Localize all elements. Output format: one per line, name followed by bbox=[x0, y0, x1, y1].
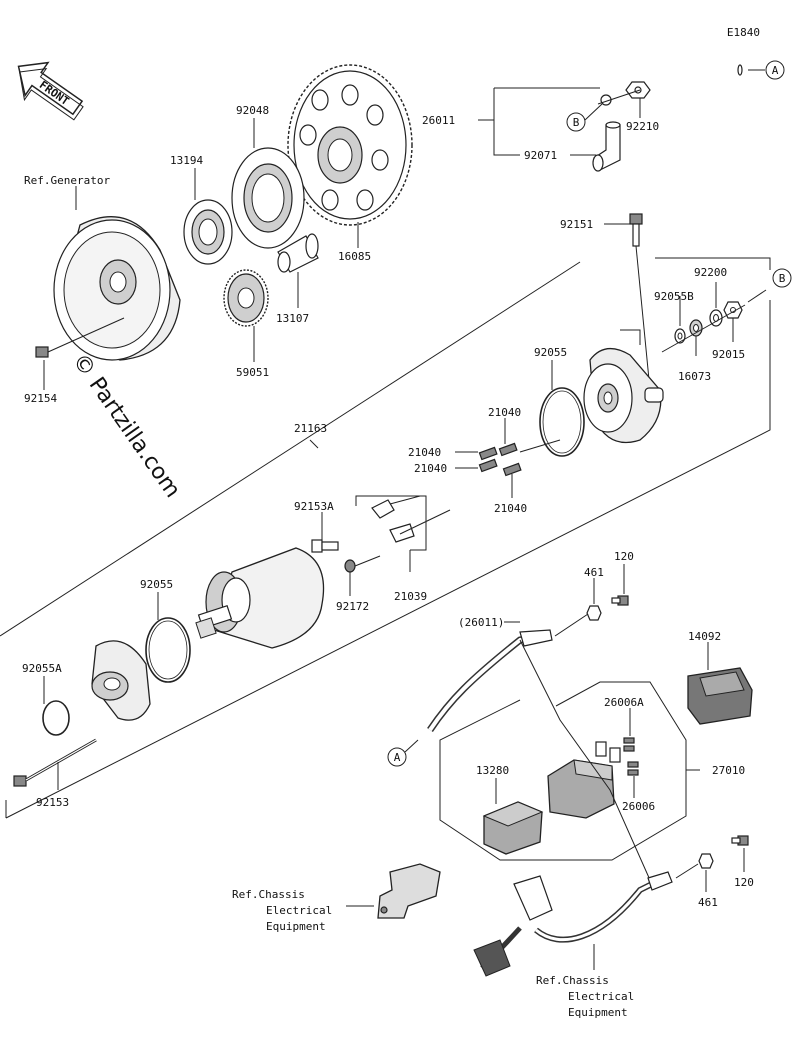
label-92154: 92154 bbox=[24, 392, 57, 405]
screw-92153a[interactable] bbox=[311, 539, 339, 553]
diagram-code: E1840 bbox=[727, 26, 760, 39]
label-26011-paren: (26011) bbox=[458, 616, 504, 629]
brush-21040-1[interactable] bbox=[478, 446, 498, 461]
brush-21040-2[interactable] bbox=[478, 458, 498, 473]
svg-text:A: A bbox=[394, 751, 401, 764]
fuse-26006a[interactable] bbox=[623, 737, 635, 752]
label-16073: 16073 bbox=[678, 370, 711, 383]
label-21040-c: 21040 bbox=[414, 462, 447, 475]
oring-92055-upper[interactable] bbox=[539, 387, 585, 457]
callout-b-top: B bbox=[566, 112, 586, 132]
label-92172: 92172 bbox=[336, 600, 369, 613]
label-16085: 16085 bbox=[338, 250, 371, 263]
bolt-92153[interactable] bbox=[13, 738, 97, 787]
callout-a-lower: A bbox=[387, 747, 407, 767]
ref-chassis-2-line1: Ref.Chassis bbox=[536, 974, 609, 987]
clutch-13194[interactable] bbox=[183, 199, 233, 265]
label-120-lower: 120 bbox=[734, 876, 754, 889]
plate-92048[interactable] bbox=[231, 147, 305, 249]
svg-text:B: B bbox=[573, 116, 580, 129]
nut-461-upper[interactable] bbox=[586, 605, 602, 621]
gear-59051[interactable] bbox=[223, 269, 269, 327]
label-92151: 92151 bbox=[560, 218, 593, 231]
ref-chassis-2-line3: Equipment bbox=[568, 1006, 628, 1019]
label-92055-lower: 92055 bbox=[140, 578, 173, 591]
label-ref-generator: Ref.Generator bbox=[24, 174, 110, 187]
label-13280: 13280 bbox=[476, 764, 509, 777]
label-14092: 14092 bbox=[688, 630, 721, 643]
ref-chassis-1-line3: Equipment bbox=[266, 920, 326, 933]
label-26011: 26011 bbox=[422, 114, 455, 127]
end-cover-front[interactable] bbox=[91, 640, 151, 721]
label-27010: 27010 bbox=[712, 764, 745, 777]
fuse-26006[interactable] bbox=[627, 761, 639, 776]
label-92071: 92071 bbox=[524, 149, 557, 162]
washer-16073[interactable] bbox=[689, 319, 703, 337]
bracket-chassis-left bbox=[377, 863, 441, 919]
starter-motor-housing[interactable] bbox=[195, 547, 325, 649]
label-92210: 92210 bbox=[626, 120, 659, 133]
shaft-13107[interactable] bbox=[277, 233, 319, 273]
label-21040-b: 21040 bbox=[408, 446, 441, 459]
label-92153a: 92153A bbox=[294, 500, 334, 513]
label-13194: 13194 bbox=[170, 154, 203, 167]
label-59051: 59051 bbox=[236, 366, 269, 379]
label-461-lower: 461 bbox=[698, 896, 718, 909]
brush-holder-21039[interactable] bbox=[371, 495, 451, 543]
watermark: © Partzilla.com bbox=[67, 349, 185, 502]
screw-92172[interactable] bbox=[344, 555, 381, 573]
box-13280[interactable] bbox=[482, 801, 544, 855]
label-461-upper: 461 bbox=[584, 566, 604, 579]
bolt-120-upper[interactable] bbox=[611, 595, 629, 606]
brush-21040-3[interactable] bbox=[498, 442, 518, 457]
label-92055b: 92055B bbox=[654, 290, 694, 303]
label-92153: 92153 bbox=[36, 796, 69, 809]
bolt-92151[interactable] bbox=[629, 213, 651, 391]
oring-92055-lower[interactable] bbox=[145, 617, 191, 683]
cable-26011-lower[interactable] bbox=[427, 629, 553, 732]
gear-16085[interactable] bbox=[287, 64, 413, 226]
label-26006a: 26006A bbox=[604, 696, 644, 709]
cap-92071[interactable] bbox=[592, 121, 621, 172]
label-92015: 92015 bbox=[712, 348, 745, 361]
svg-text:A: A bbox=[772, 64, 779, 77]
callout-a-top: A bbox=[765, 60, 785, 80]
generator-rotor bbox=[53, 216, 181, 361]
label-92055-upper: 92055 bbox=[534, 346, 567, 359]
label-21040-a: 21040 bbox=[488, 406, 521, 419]
svg-text:B: B bbox=[779, 272, 786, 285]
ref-chassis-1-line2: Electrical bbox=[266, 904, 332, 917]
label-13107: 13107 bbox=[276, 312, 309, 325]
starter-relay[interactable] bbox=[547, 741, 621, 819]
ref-chassis-1-line1: Ref.Chassis bbox=[232, 888, 305, 901]
washer-92055b[interactable] bbox=[674, 328, 686, 344]
relay-cover-14092[interactable] bbox=[687, 667, 753, 725]
label-120-upper: 120 bbox=[614, 550, 634, 563]
label-92048: 92048 bbox=[236, 104, 269, 117]
bolt-92154[interactable] bbox=[35, 317, 125, 358]
nut-461-lower[interactable] bbox=[698, 853, 714, 869]
washer-92200[interactable] bbox=[709, 309, 723, 327]
cable-harness-lower[interactable] bbox=[473, 639, 673, 977]
brush-21040-4[interactable] bbox=[502, 462, 522, 477]
label-92055a: 92055A bbox=[22, 662, 62, 675]
nut-92210[interactable] bbox=[625, 81, 651, 99]
label-21039: 21039 bbox=[394, 590, 427, 603]
label-26006: 26006 bbox=[622, 800, 655, 813]
oring-92055a[interactable] bbox=[42, 700, 70, 736]
label-92200: 92200 bbox=[694, 266, 727, 279]
bolt-120-lower[interactable] bbox=[731, 835, 749, 846]
label-21040-d: 21040 bbox=[494, 502, 527, 515]
callout-b-right: B bbox=[772, 268, 792, 288]
front-arrow-icon: FRONT bbox=[17, 61, 84, 121]
end-cover-rear[interactable] bbox=[583, 348, 664, 444]
label-21163: 21163 bbox=[294, 422, 327, 435]
ref-chassis-2-line2: Electrical bbox=[568, 990, 634, 1003]
